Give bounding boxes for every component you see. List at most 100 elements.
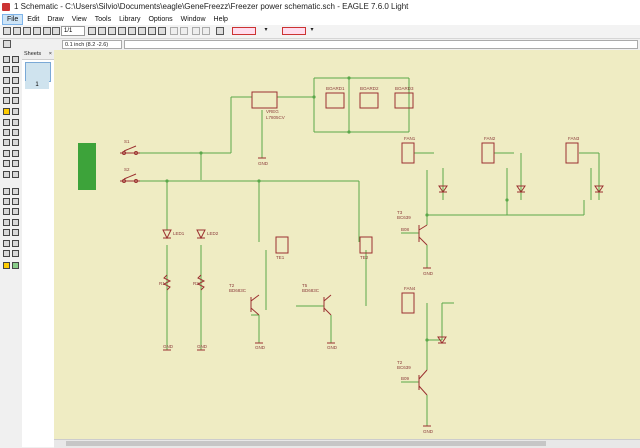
go-icon[interactable] xyxy=(202,27,210,35)
cam-icon[interactable] xyxy=(33,27,41,35)
polygon-icon[interactable] xyxy=(12,208,19,215)
t2-value: BC639 xyxy=(397,365,411,370)
menu-view[interactable]: View xyxy=(71,16,87,23)
split-icon[interactable] xyxy=(3,160,10,167)
chevron-down-icon-2[interactable]: ▾ xyxy=(310,27,314,33)
menu-options[interactable]: Options xyxy=(148,16,173,23)
ok-icon[interactable] xyxy=(12,262,19,269)
replace-icon[interactable] xyxy=(3,129,10,136)
b08-label: B08 xyxy=(401,227,410,232)
mark-icon[interactable] xyxy=(12,66,19,73)
horizontal-scrollbar[interactable] xyxy=(54,439,640,448)
label-icon[interactable] xyxy=(12,229,19,236)
window-title: 1 Schematic - C:\Users\Silvio\Documents\… xyxy=(14,2,409,11)
chevron-down-icon[interactable]: ▾ xyxy=(264,27,268,33)
errors-icon[interactable] xyxy=(12,250,19,257)
miter-icon[interactable] xyxy=(12,150,19,157)
sheet-number[interactable]: 1 xyxy=(25,81,49,89)
t3-value: BC639 xyxy=(397,215,411,220)
erc-icon[interactable] xyxy=(3,250,10,257)
circle-icon[interactable] xyxy=(3,198,10,205)
name-icon[interactable] xyxy=(3,139,10,146)
help-icon[interactable] xyxy=(216,27,224,35)
zoom-select-icon[interactable] xyxy=(148,27,156,35)
t3-label: T3 xyxy=(397,210,403,215)
arc-icon[interactable] xyxy=(12,198,19,205)
ulp-icon[interactable] xyxy=(98,27,106,35)
eagle-app-icon xyxy=(2,3,10,11)
dimension-icon[interactable] xyxy=(12,240,19,247)
attribute-icon[interactable] xyxy=(3,240,10,247)
open-icon[interactable] xyxy=(3,27,11,35)
te1-label: TE1 xyxy=(276,255,285,260)
sheet-icon[interactable] xyxy=(52,27,60,35)
change-icon[interactable] xyxy=(12,97,19,104)
print-icon[interactable] xyxy=(23,27,31,35)
pinswap-icon[interactable] xyxy=(12,119,19,126)
close-icon[interactable]: × xyxy=(48,51,52,57)
mirror-icon[interactable] xyxy=(3,87,10,94)
sheet-thumbnail[interactable] xyxy=(25,62,51,82)
vreg-label: VREG xyxy=(266,109,279,114)
warning-icon[interactable] xyxy=(3,262,10,269)
zoom-out-icon[interactable] xyxy=(128,27,136,35)
menu-window[interactable]: Window xyxy=(180,16,206,23)
vreg-value: L7805CV xyxy=(266,115,285,120)
info-icon[interactable] xyxy=(3,56,10,63)
gnd-label-te2: GND xyxy=(327,345,338,350)
paste-icon[interactable] xyxy=(3,108,10,115)
value-icon[interactable] xyxy=(12,139,19,146)
t2-label: T2 xyxy=(397,360,403,365)
menu-draw[interactable]: Draw xyxy=(47,16,64,23)
upload-icon[interactable] xyxy=(282,27,306,35)
menu-tools[interactable]: Tools xyxy=(94,16,112,23)
text-icon[interactable] xyxy=(12,188,19,195)
move-icon[interactable] xyxy=(3,77,10,84)
stop-icon[interactable] xyxy=(192,27,200,35)
undo-icon[interactable] xyxy=(170,27,178,35)
script-icon[interactable] xyxy=(88,27,96,35)
r2-label: R2 xyxy=(193,281,199,286)
zoom-redraw-icon[interactable] xyxy=(138,27,146,35)
save-icon[interactable] xyxy=(13,27,21,35)
gnd-label-te1: GND xyxy=(255,345,266,350)
grid-icon[interactable] xyxy=(3,40,11,48)
rotate-icon[interactable] xyxy=(12,87,19,94)
show-icon[interactable] xyxy=(12,56,19,63)
delete-icon[interactable] xyxy=(12,108,19,115)
zoom-last-icon[interactable] xyxy=(158,27,166,35)
junction-icon[interactable] xyxy=(3,229,10,236)
group-icon[interactable] xyxy=(3,97,10,104)
net-icon[interactable] xyxy=(12,219,19,226)
board-switch-icon[interactable] xyxy=(43,27,51,35)
smash-icon[interactable] xyxy=(3,150,10,157)
menu-edit[interactable]: Edit xyxy=(27,16,40,23)
gnd-label-vreg: GND xyxy=(258,161,269,166)
gate-icon[interactable] xyxy=(3,171,10,178)
schematic-canvas[interactable]: VREG L7805CV BOARD1 BOARD2 BOARD3 FAN1 F… xyxy=(54,50,640,439)
copy-icon[interactable] xyxy=(12,77,19,84)
fusion-sync-icon[interactable] xyxy=(232,27,256,35)
wire-icon[interactable] xyxy=(3,188,10,195)
rect-icon[interactable] xyxy=(3,208,10,215)
gateswap-icon[interactable] xyxy=(12,129,19,136)
power-connector[interactable] xyxy=(78,143,96,190)
menu-help[interactable]: Help xyxy=(213,16,228,23)
bus-icon[interactable] xyxy=(3,219,10,226)
zoom-in-icon[interactable] xyxy=(118,27,126,35)
zoom-fit-icon[interactable] xyxy=(108,27,116,35)
command-input[interactable] xyxy=(124,40,638,49)
menu-library[interactable]: Library xyxy=(119,16,141,23)
add-icon[interactable] xyxy=(3,119,10,126)
window-title-bar: 1 Schematic - C:\Users\Silvio\Documents\… xyxy=(0,0,640,14)
sheet-select[interactable]: 1/1 xyxy=(61,26,85,36)
display-icon[interactable] xyxy=(3,66,10,73)
invoke-icon[interactable] xyxy=(12,160,19,167)
tool-palette xyxy=(0,50,23,447)
optimize-icon[interactable] xyxy=(12,171,19,178)
menu-file[interactable]: File xyxy=(2,14,24,25)
gnd-label-t3: GND xyxy=(423,271,434,276)
redo-icon[interactable] xyxy=(180,27,188,35)
menu-bar: File Edit Draw View Tools Library Option… xyxy=(0,14,640,25)
scrollbar-thumb[interactable] xyxy=(66,441,546,446)
